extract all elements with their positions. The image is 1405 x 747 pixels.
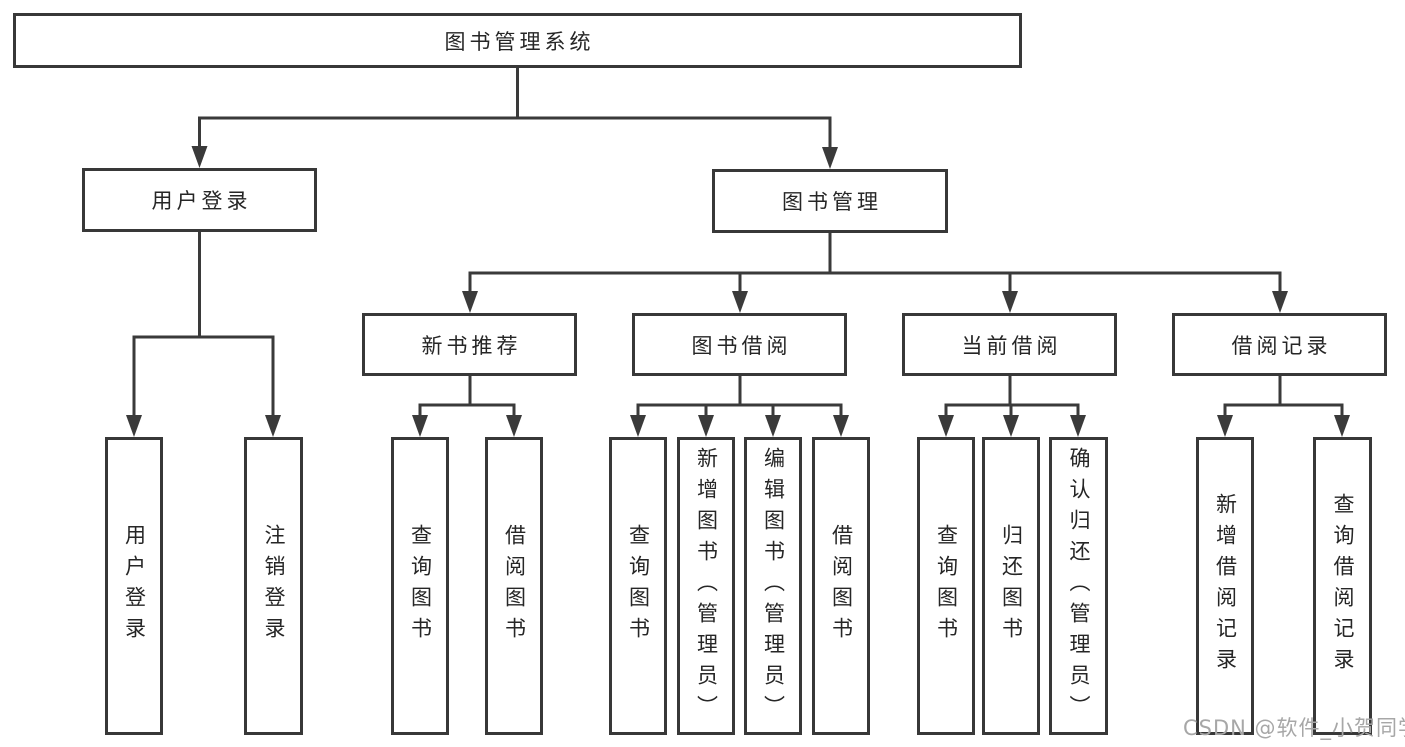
leaf-label: 用户登录 xyxy=(122,524,147,648)
csdn-watermark: CSDN @软件_小贺同学 xyxy=(1183,716,1405,740)
leaf-query-borrow-record: 查询借阅记录 xyxy=(1313,437,1372,735)
connector-borrow-to-leaves xyxy=(636,376,843,419)
arrowhead xyxy=(630,415,646,437)
connector-current-to-leaves xyxy=(944,376,1080,419)
arrowhead xyxy=(765,415,781,437)
node-root-label: 图书管理系统 xyxy=(444,29,595,54)
node-book-borrow: 图书借阅 xyxy=(632,313,847,376)
node-root: 图书管理系统 xyxy=(13,13,1022,68)
arrowhead xyxy=(412,415,428,437)
node-new-book-recommend: 新书推荐 xyxy=(362,313,577,376)
leaf-user-login: 用户登录 xyxy=(105,437,163,735)
node-user-login: 用户登录 xyxy=(82,168,317,232)
arrowhead xyxy=(265,415,281,437)
leaf-label: 查询借阅记录 xyxy=(1331,493,1355,679)
node-current-borrow: 当前借阅 xyxy=(902,313,1117,376)
arrowhead xyxy=(506,415,522,437)
arrowhead xyxy=(1272,291,1288,313)
arrowheads xyxy=(126,146,1350,437)
arrowhead xyxy=(833,415,849,437)
leaf-return-book: 归还图书 xyxy=(982,437,1040,735)
leaf-label: 查询图书 xyxy=(408,524,433,648)
leaf-add-book-admin: 新增图书（管理员） xyxy=(677,437,735,735)
leaf-label: 归还图书 xyxy=(999,524,1024,648)
leaf-borrow-book-2: 借阅图书 xyxy=(812,437,870,735)
connector-login-to-leaves xyxy=(132,232,275,419)
leaf-label: 查询图书 xyxy=(934,524,959,648)
arrowhead xyxy=(698,415,714,437)
leaf-query-book-2: 查询图书 xyxy=(609,437,667,735)
node-borrow-record: 借阅记录 xyxy=(1172,313,1387,376)
leaf-logout: 注销登录 xyxy=(244,437,303,735)
connector-newbook-to-leaves xyxy=(418,376,516,419)
arrowhead xyxy=(126,415,142,437)
leaf-label: 编辑图书（管理员） xyxy=(761,446,786,726)
leaf-label: 借阅图书 xyxy=(829,524,854,648)
node-book-management: 图书管理 xyxy=(712,169,948,233)
node-label: 新书推荐 xyxy=(421,333,522,358)
leaf-label: 确认归还（管理员） xyxy=(1067,446,1091,726)
connector-mgmt-to-modules xyxy=(468,233,1282,295)
node-label: 借阅记录 xyxy=(1231,333,1332,358)
leaf-confirm-return-admin: 确认归还（管理员） xyxy=(1049,437,1108,735)
node-label: 用户登录 xyxy=(151,189,252,213)
node-label: 图书借阅 xyxy=(691,333,792,358)
arrowhead xyxy=(1334,415,1350,437)
arrowhead xyxy=(938,415,954,437)
arrowhead xyxy=(462,291,478,313)
arrowhead xyxy=(1003,415,1019,437)
arrowhead xyxy=(1002,291,1018,313)
arrowhead xyxy=(1070,415,1086,437)
arrowhead xyxy=(191,146,208,168)
leaf-query-book-3: 查询图书 xyxy=(917,437,975,735)
leaf-label: 新增图书（管理员） xyxy=(694,446,719,726)
arrowhead xyxy=(822,147,838,169)
connector-root-to-branches xyxy=(198,68,832,152)
leaf-add-borrow-record: 新增借阅记录 xyxy=(1196,437,1254,735)
leaf-query-book-1: 查询图书 xyxy=(391,437,449,735)
leaf-label: 借阅图书 xyxy=(502,524,527,648)
arrowhead xyxy=(1217,415,1233,437)
leaf-borrow-book-1: 借阅图书 xyxy=(485,437,543,735)
connector-record-to-leaves xyxy=(1223,376,1344,419)
leaf-label: 查询图书 xyxy=(626,524,651,648)
arrowhead xyxy=(732,291,748,313)
node-label: 当前借阅 xyxy=(961,333,1062,358)
leaf-label: 新增借阅记录 xyxy=(1213,493,1238,679)
node-label: 图书管理 xyxy=(782,190,882,214)
leaf-edit-book-admin: 编辑图书（管理员） xyxy=(744,437,802,735)
leaf-label: 注销登录 xyxy=(262,524,286,648)
